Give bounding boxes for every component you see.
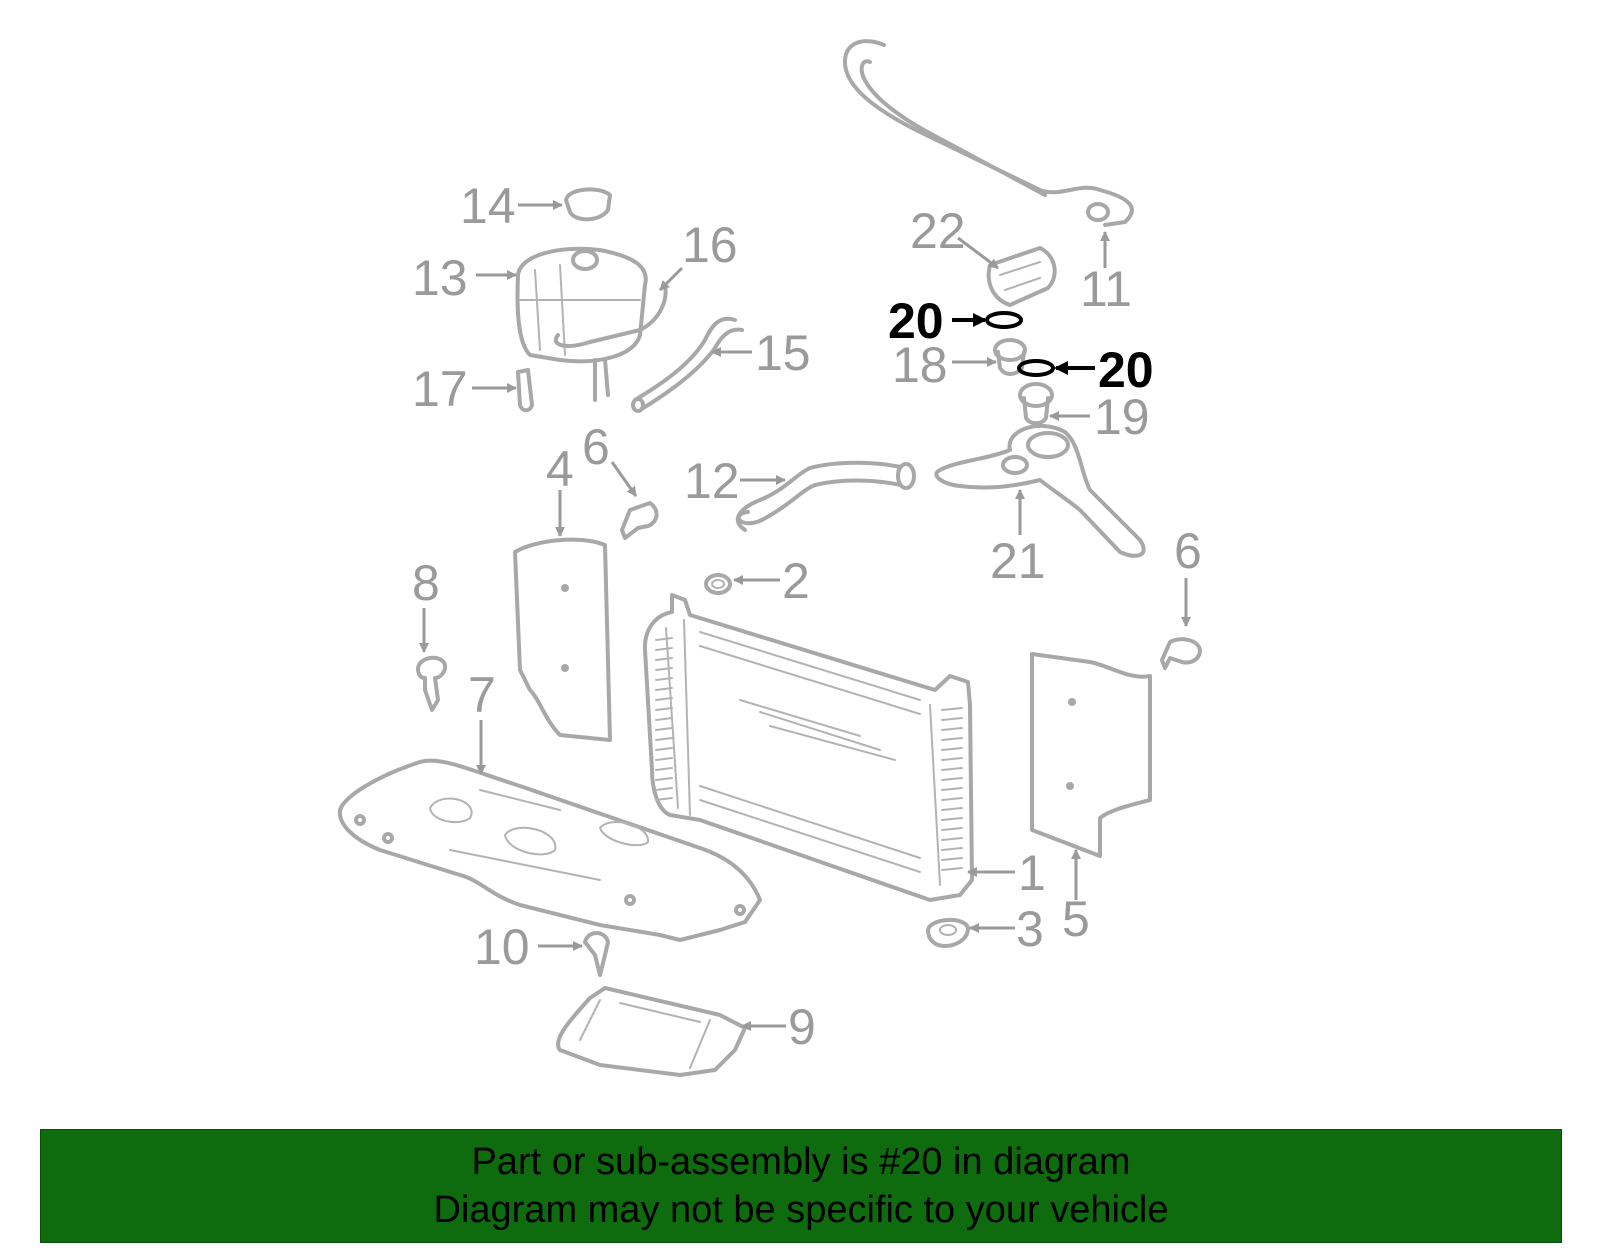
callout-19: 19	[1094, 389, 1150, 445]
bypass-hose	[631, 316, 744, 413]
push-pin-right	[1160, 637, 1202, 670]
callout-20-lower: 20	[1098, 342, 1154, 398]
o-ring-upper[interactable]	[985, 311, 1023, 329]
coolant-crossover	[934, 423, 1146, 558]
callout-1: 1	[1018, 845, 1046, 901]
callout-5: 5	[1062, 891, 1090, 947]
callout-4: 4	[546, 441, 574, 497]
lower-air-deflector	[337, 758, 762, 942]
lower-insulator	[926, 918, 970, 948]
callout-20-upper: 20	[888, 293, 944, 349]
callout-labels: 14 13 16 15 17 22 11 20 18 20 19 12 21 4…	[412, 178, 1202, 1055]
info-banner: Part or sub-assembly is #20 in diagram D…	[40, 1129, 1562, 1243]
upper-insulator	[704, 573, 732, 595]
thermostat-housing	[986, 246, 1057, 307]
upper-radiator-hose	[842, 39, 1134, 227]
callout-16: 16	[682, 217, 738, 273]
lower-radiator-hose	[735, 460, 916, 532]
push-pin-8	[416, 655, 448, 712]
callout-13: 13	[412, 250, 468, 306]
callout-11: 11	[1080, 261, 1132, 317]
banner-line-2: Diagram may not be specific to your vehi…	[433, 1189, 1169, 1231]
callout-17: 17	[412, 361, 468, 417]
callout-6-left: 6	[582, 419, 610, 475]
water-outlet	[1018, 382, 1054, 426]
callout-12: 12	[684, 453, 740, 509]
coolant-reservoir	[515, 246, 668, 402]
thermostat	[993, 338, 1027, 376]
callout-8: 8	[412, 555, 440, 611]
banner-line-1: Part or sub-assembly is #20 in diagram	[471, 1141, 1131, 1183]
callout-21: 21	[990, 533, 1046, 589]
reservoir-cap	[564, 187, 612, 222]
leader-arrows	[419, 200, 1191, 1031]
callout-22: 22	[910, 203, 966, 259]
callout-3: 3	[1016, 901, 1044, 957]
callout-10: 10	[474, 919, 530, 975]
highlight-part-20[interactable]	[952, 311, 1095, 377]
right-air-baffle	[1030, 652, 1152, 858]
callout-15: 15	[755, 325, 811, 381]
reservoir-clip	[516, 368, 534, 413]
callout-14: 14	[460, 178, 516, 234]
left-air-baffle	[513, 537, 612, 742]
callout-9: 9	[788, 999, 816, 1055]
callout-7: 7	[468, 667, 496, 723]
callout-2: 2	[782, 553, 810, 609]
push-pin-left	[620, 501, 659, 540]
push-pin-10	[583, 931, 610, 977]
radiator	[642, 593, 974, 902]
callout-18: 18	[892, 337, 948, 393]
air-deflector-9	[556, 986, 747, 1077]
callout-6-right: 6	[1174, 523, 1202, 579]
o-ring-lower[interactable]	[1017, 359, 1055, 377]
